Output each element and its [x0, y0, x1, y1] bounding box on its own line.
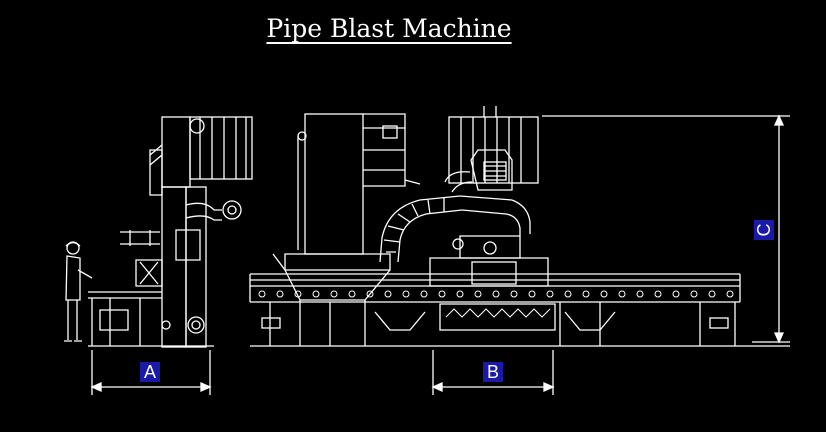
dimension-label-b: B [483, 362, 503, 382]
screw-conveyor [445, 308, 551, 318]
dimension-line-c [542, 114, 790, 344]
operator-figure [64, 241, 93, 342]
dimension-line-b [431, 350, 555, 395]
dimension-label-c: C [754, 220, 774, 240]
roller-conveyor [249, 273, 790, 347]
side-view-tower [272, 113, 421, 346]
dimension-line-a [90, 350, 212, 395]
end-view-machine [88, 116, 253, 348]
dimension-label-a: A [140, 362, 160, 382]
conveyor-rollers [258, 290, 734, 298]
diagram-title: Pipe Blast Machine [266, 14, 512, 43]
elevator-ducts [379, 171, 531, 263]
blast-cabinet [429, 106, 549, 287]
